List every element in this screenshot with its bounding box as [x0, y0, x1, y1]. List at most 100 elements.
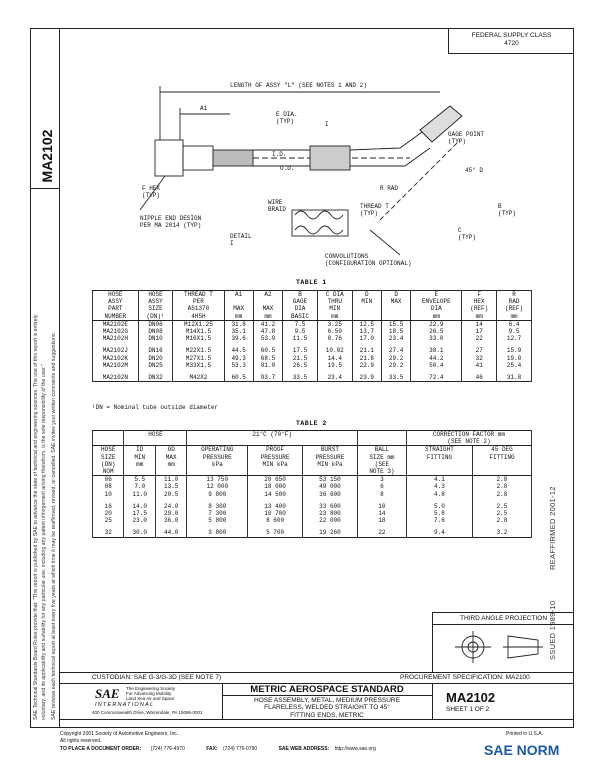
table-cell: 16	[91, 502, 125, 511]
table-cell: 6.50	[316, 328, 353, 336]
hose-section	[309, 145, 351, 171]
table-cell: 08	[91, 483, 125, 491]
footer-bottom-rule	[60, 719, 574, 720]
table-cell: 9.5	[282, 328, 318, 336]
table-cell: MA2102K	[92, 354, 139, 362]
table-cell: 2.8	[471, 517, 533, 525]
table-cell: 13 750	[186, 475, 249, 484]
table-cell	[496, 369, 532, 375]
table-cell: 44.5	[223, 347, 254, 355]
table-cell: 10.02	[316, 347, 353, 355]
table2-header: OPERATING PRESSURE kPa	[186, 445, 249, 477]
table-cell: 32	[91, 529, 125, 538]
table-cell: 14.4	[316, 354, 353, 362]
table-cell: 36 600	[302, 490, 358, 498]
convolutions-label: CONVOLUTIONS(CONFIGURATION OPTIONAL)	[325, 253, 411, 267]
reaffirmed-stamp: REAFFIRMED 2001-12	[548, 486, 557, 570]
table1-header: C DIA THRU MIN mm	[316, 290, 353, 321]
table-cell: DN20	[137, 354, 174, 362]
table2-header: PROOF PRESSURE MIN kPa	[247, 445, 304, 477]
table-row	[92, 369, 532, 375]
table2-header: OD MAX mm	[154, 445, 188, 477]
table-cell: 11.0	[123, 490, 156, 498]
table-cell: 22.9	[351, 361, 382, 370]
disclaimer-line-3: SAE reviews each technical report at lea…	[51, 332, 57, 720]
table-cell: 39.6	[223, 335, 254, 343]
table-cell: 7.0	[123, 483, 156, 491]
thread-t-label: THREAD T(TYP)	[360, 203, 389, 217]
federal-supply-class-box: FEDERAL SUPPLY CLASS 4720	[448, 28, 574, 54]
table-cell: 3 800	[186, 529, 249, 538]
table-cell: 12 000	[186, 483, 249, 491]
procurement-text: PROCUREMENT SPECIFICATION: MA2100	[400, 674, 530, 681]
footer-top-rule	[60, 672, 574, 673]
table-cell: 7.5	[282, 320, 318, 329]
table-cell: 7 300	[186, 510, 249, 518]
web-address[interactable]: http://www.sae.org	[334, 746, 376, 752]
table-cell: 06	[91, 475, 125, 484]
table-cell: 4.1	[405, 475, 473, 484]
table2-header: STRAIGHT FITTING	[405, 445, 473, 477]
fsc-value: 4720	[504, 40, 519, 47]
t2-blank-head-2	[356, 429, 407, 447]
table-cell: 17.5	[282, 347, 318, 355]
table-cell	[252, 342, 284, 348]
table-cell: 38.1	[410, 347, 463, 355]
table-cell: 33.5	[380, 374, 412, 382]
table-cell: DN10	[137, 335, 174, 343]
table2-header: HOSE SIZE (DN) NOM	[91, 445, 125, 477]
table-cell: M22X1.5	[172, 347, 225, 355]
r-rad-label: R RAD	[380, 185, 398, 192]
table-cell	[471, 497, 533, 503]
table-cell: 13.5	[154, 483, 188, 491]
table-cell: 7.6	[405, 517, 473, 525]
table-cell: 23.4	[380, 335, 412, 343]
table-cell	[471, 524, 533, 530]
table-cell: 3.2	[471, 529, 533, 538]
table1-header: F HEX (REF) mm	[461, 290, 498, 321]
disclaimer-line-1: SAE Technical Standards Board Rules prov…	[33, 314, 39, 720]
table-cell: MA2102G	[92, 328, 139, 336]
table-cell: MA2102M	[92, 361, 139, 370]
c-typ-label: C(TYP)	[458, 227, 476, 241]
page-frame	[30, 28, 574, 728]
table-row	[91, 497, 533, 503]
table-cell: 6	[356, 483, 407, 491]
t2-hose-group: HOSE	[123, 429, 188, 447]
table-cell: 23.4	[316, 374, 353, 382]
table-cell: MA2102H	[92, 335, 139, 343]
table-cell: 8	[356, 490, 407, 498]
sae-logo: SAE	[95, 686, 120, 701]
table2-title: TABLE 2	[296, 420, 327, 427]
table-cell: 19.0	[496, 354, 532, 362]
standard-description: HOSE ASSEMBLY, METAL, MEDIUM PRESSURE FL…	[254, 697, 400, 719]
order-label: TO PLACE A DOCUMENT ORDER:	[60, 746, 142, 752]
sidebar-divider	[30, 188, 60, 189]
projection-symbol	[455, 631, 543, 663]
e-dia-label: E DIA.(TYP)	[276, 111, 298, 125]
table-cell: 2.8	[471, 483, 533, 491]
sae-tagline: The Engineering Society For Advancing Mo…	[126, 686, 176, 701]
table-cell: 72.4	[410, 374, 463, 382]
web-label: SAE WEB ADDRESS:	[278, 746, 330, 752]
table-cell: 53 150	[302, 475, 358, 484]
table-cell: 17.5	[123, 510, 156, 518]
order-line: TO PLACE A DOCUMENT ORDER: (724) 776-497…	[60, 746, 376, 752]
table2-header: 45 DEG FITTING	[471, 445, 533, 477]
table-cell: 25	[91, 517, 125, 525]
table-cell: 18	[356, 517, 407, 525]
table-cell: 4.8	[405, 490, 473, 498]
angle-label: 45° D	[465, 167, 483, 174]
table-cell: 20 650	[247, 475, 304, 484]
table-cell: 49.3	[223, 354, 254, 362]
table-cell: 18.5	[380, 328, 412, 336]
table-cell: 9.4	[405, 529, 473, 538]
table1-header: HOSE ASSY PART NUMBER	[92, 290, 139, 321]
table-cell: 31.8	[223, 320, 254, 329]
table-cell: 5.5	[123, 475, 156, 484]
